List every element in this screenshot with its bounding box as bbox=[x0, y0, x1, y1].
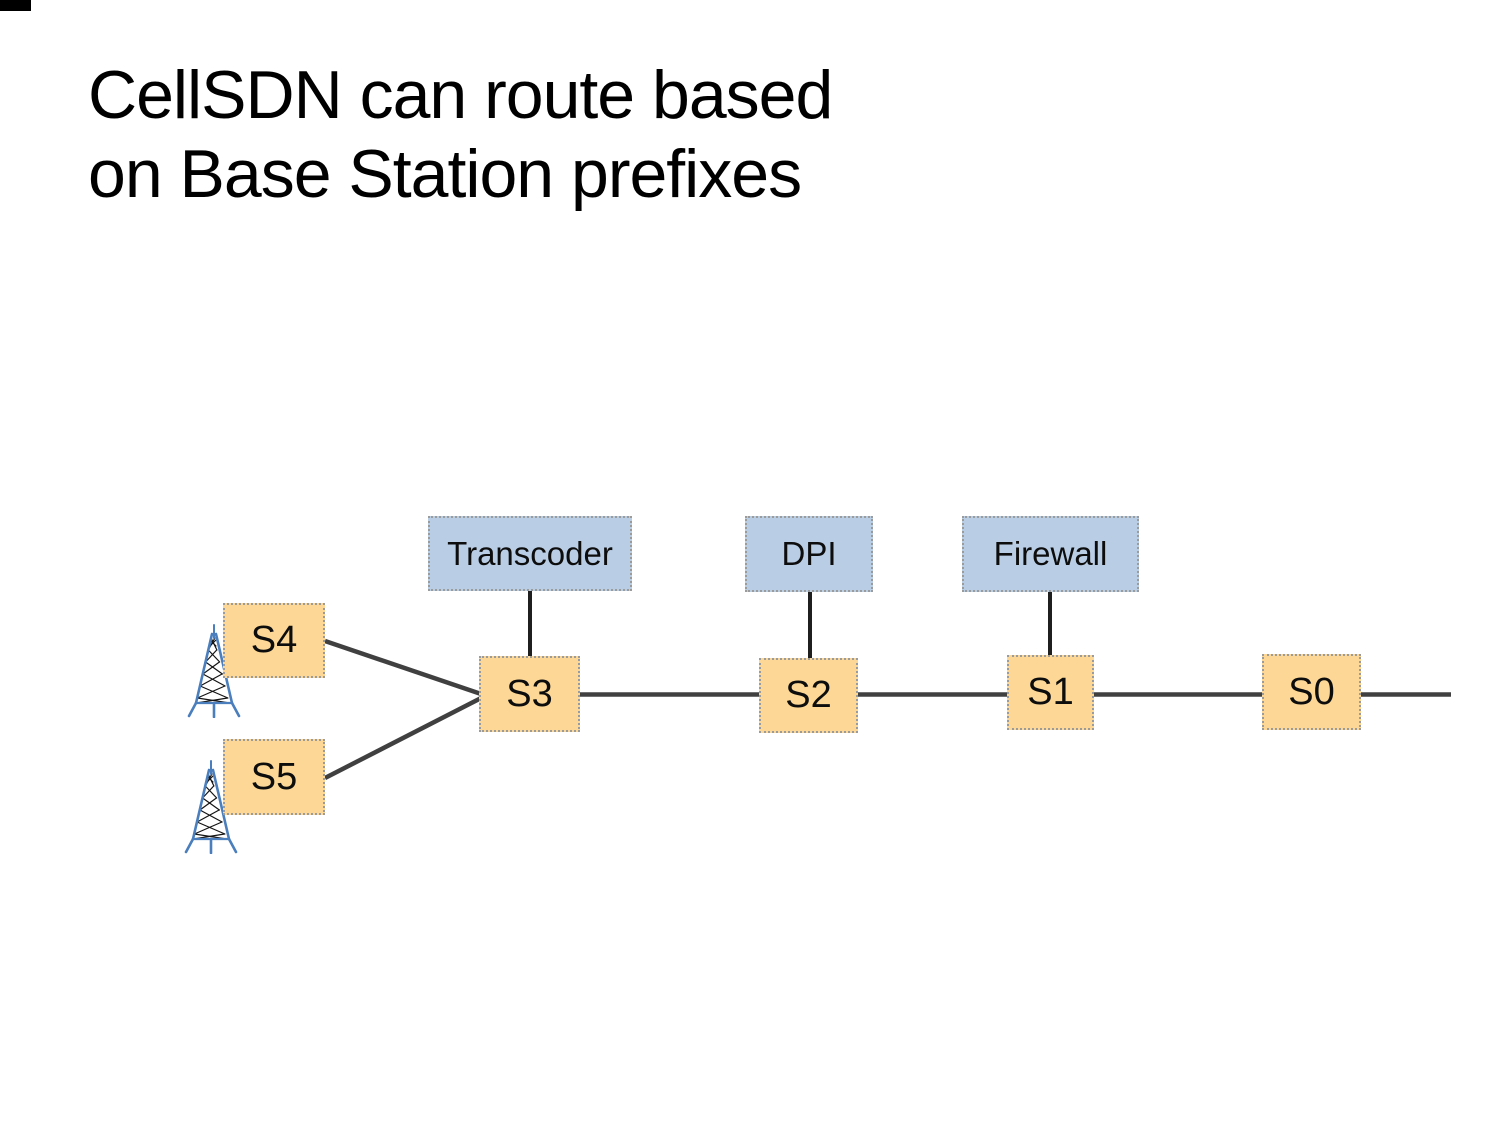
switch-s3: S3 bbox=[479, 656, 580, 732]
middlebox-dpi: DPI bbox=[745, 516, 873, 592]
middlebox-label: DPI bbox=[781, 535, 837, 572]
corner-artifact bbox=[0, 0, 31, 11]
middlebox-label: Transcoder bbox=[447, 534, 613, 572]
switch-label: S3 bbox=[506, 672, 553, 715]
title-line-2: on Base Station prefixes bbox=[88, 136, 802, 212]
middlebox-label: Firewall bbox=[993, 535, 1108, 572]
switch-label: S4 bbox=[250, 619, 298, 661]
switch-s1: S1 bbox=[1007, 655, 1094, 730]
middlebox-transcoder: Transcoder bbox=[428, 516, 632, 591]
link-s5-s3 bbox=[323, 692, 489, 781]
page-title: CellSDN can route based on Base Station … bbox=[88, 56, 833, 214]
middlebox-firewall: Firewall bbox=[962, 516, 1139, 592]
title-line-1: CellSDN can route based bbox=[88, 57, 833, 133]
switch-s5: S5 bbox=[223, 739, 325, 815]
cell-tower-icon bbox=[184, 760, 238, 854]
switch-label: S2 bbox=[785, 674, 832, 716]
switch-label: S0 bbox=[1288, 670, 1335, 713]
link-s4-s3 bbox=[324, 638, 488, 699]
switch-s4: S4 bbox=[223, 603, 325, 678]
switch-label: S5 bbox=[250, 755, 298, 798]
switch-s2: S2 bbox=[759, 658, 858, 733]
switch-label: S1 bbox=[1027, 671, 1074, 713]
switch-s0: S0 bbox=[1262, 654, 1361, 730]
